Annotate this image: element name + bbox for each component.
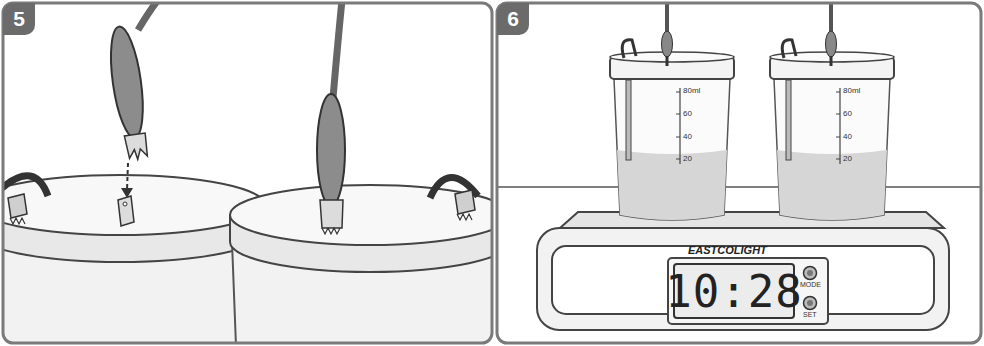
panel-frame — [3, 3, 492, 343]
scale-mark: 40 — [843, 133, 852, 141]
scale-mark: 80ml — [683, 87, 700, 95]
button-label: SET — [803, 311, 817, 318]
scale-mark: 20 — [683, 155, 692, 163]
scale-mark: 60 — [843, 110, 852, 118]
step-number: 6 — [497, 3, 529, 35]
panel-5-art — [4, 4, 491, 342]
step-number-text: 5 — [13, 7, 25, 31]
step-number-text: 6 — [507, 7, 519, 31]
brand-name: EASTCOLIGHT — [688, 245, 767, 256]
step-number: 5 — [3, 3, 35, 35]
scale-mark: 80ml — [843, 87, 860, 95]
panel-frame — [497, 3, 981, 343]
button-label: MODE — [800, 281, 821, 288]
scale-mark: 40 — [683, 133, 692, 141]
clock-display: 10:28 — [676, 266, 792, 316]
clock-display-text: 10:28 — [665, 266, 802, 317]
panel-6-art — [498, 4, 980, 330]
scale-mark: 20 — [843, 155, 852, 163]
scale-mark: 60 — [683, 110, 692, 118]
